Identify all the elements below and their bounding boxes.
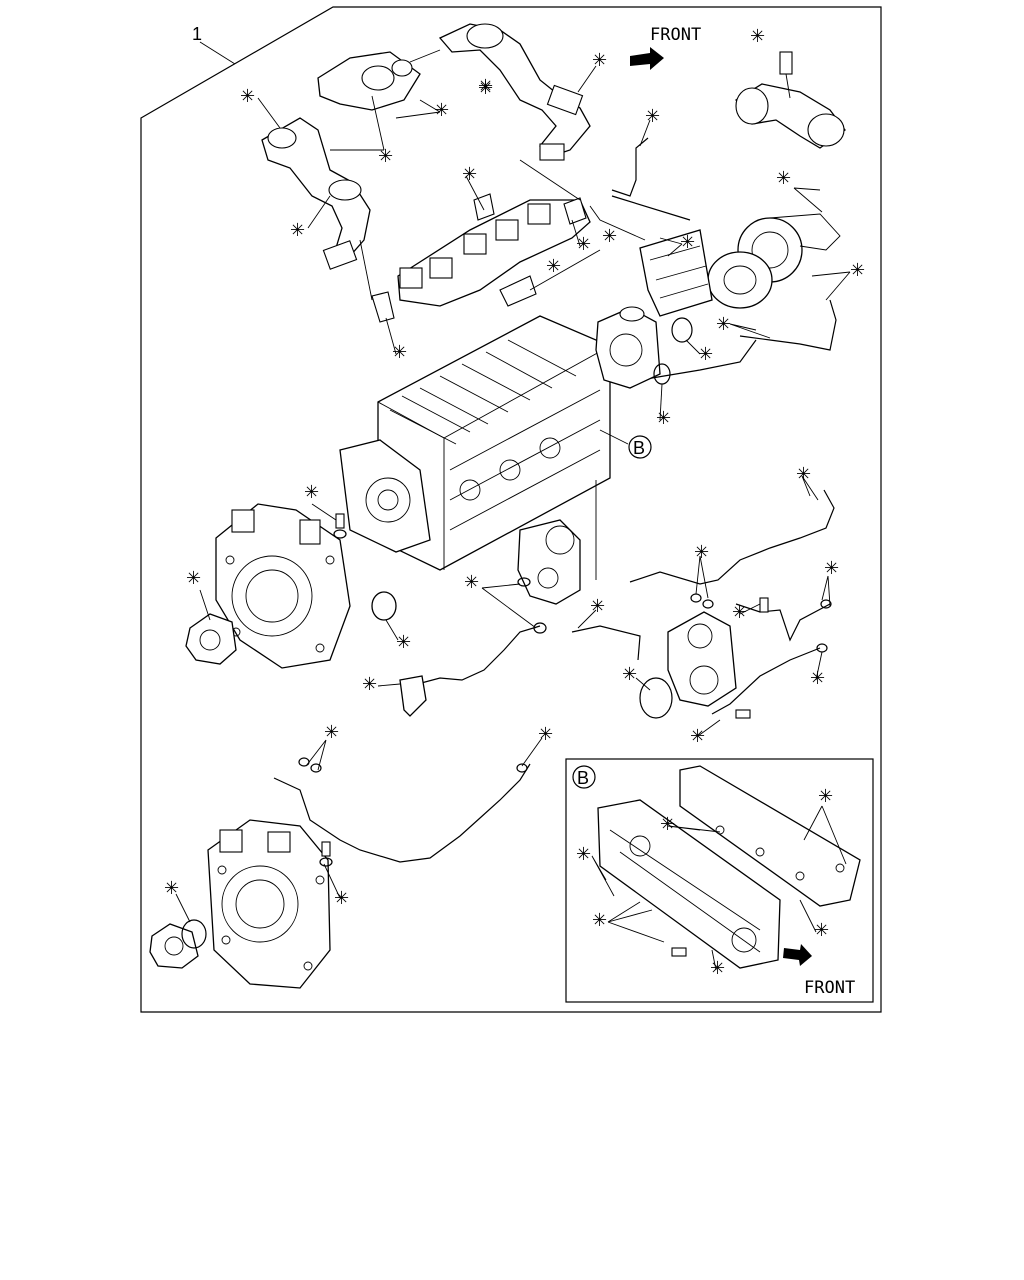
asterisk-marker: ✳: [464, 572, 479, 592]
asterisk-marker: ✳: [240, 86, 255, 106]
intake-elbow: [735, 51, 846, 149]
asterisk-marker: ✳: [694, 542, 709, 562]
front-label-inset: FRONT: [804, 978, 855, 998]
asterisk-marker: ✳: [478, 76, 493, 96]
callout-b-label: B: [633, 438, 645, 458]
asterisk-marker: ✳: [716, 314, 731, 334]
asterisk-marker: ✳: [698, 344, 713, 364]
item-number-label: 1: [192, 24, 202, 44]
asterisk-marker: ✳: [378, 146, 393, 166]
exhaust-pipe-assembly: [261, 23, 591, 270]
asterisk-marker: ✳: [796, 464, 811, 484]
crankshaft-oil-seal: [371, 591, 397, 621]
turbo-oil-feed-pipe: [611, 137, 691, 221]
lower-oil-pipe: [273, 763, 531, 863]
asterisk-marker: ✳: [290, 220, 305, 240]
asterisk-marker: ✳: [362, 674, 377, 694]
rear-cover-plate-lower: [149, 923, 199, 969]
lower-housing-bolt: [321, 841, 331, 857]
inset-b-frame: [565, 758, 874, 1003]
asterisk-markers: ✳ ✳ ✳ ✳ ✳ ✳ ✳ ✳ ✳ ✳ ✳ ✳ ✳ ✳ ✳ ✳ ✳ ✳ ✳ ✳ …: [164, 26, 865, 978]
asterisk-marker: ✳: [750, 26, 765, 46]
asterisk-marker: ✳: [304, 482, 319, 502]
asterisk-marker: ✳: [850, 260, 865, 280]
asterisk-marker: ✳: [478, 78, 493, 98]
inset-cylinder-head-side: [597, 799, 781, 969]
flywheel-housing-upper: [215, 503, 351, 669]
asterisk-marker: ✳: [462, 164, 477, 184]
callout-b-circle: [628, 435, 652, 459]
asterisk-marker: ✳: [590, 596, 605, 616]
turbocharger: [639, 213, 841, 317]
o-ring-thermostat: [671, 317, 693, 343]
compressor-air-pipe: [629, 489, 835, 585]
marker-leaders: [175, 65, 851, 971]
asterisk-marker: ✳: [592, 50, 607, 70]
diagram-frame: [140, 6, 882, 1013]
asterisk-marker: ✳: [434, 100, 449, 120]
asterisk-marker: ✳: [824, 558, 839, 578]
inset-gasket: [679, 765, 861, 907]
callout-b-leader: [599, 429, 629, 445]
compressor-gasket: [639, 677, 673, 719]
o-ring-rear-cover: [181, 919, 207, 949]
housing-bolt: [335, 513, 345, 529]
asterisk-marker: ✳: [164, 878, 179, 898]
thermostat-housing: [595, 306, 661, 389]
inset-bolt: [671, 947, 687, 957]
oil-pump: [517, 519, 581, 605]
asterisk-marker: ✳: [776, 168, 791, 188]
rear-cover-plate-upper: [185, 613, 237, 665]
asterisk-marker: ✳: [186, 568, 201, 588]
compressor-return-pipe: [711, 647, 821, 715]
inset-b-circle: [572, 765, 596, 789]
exhaust-manifold: [371, 193, 591, 323]
asterisk-marker: ✳: [645, 106, 660, 126]
air-compressor: [667, 611, 737, 707]
asterisk-marker: ✳: [602, 226, 617, 246]
oil-suction-pipe: [409, 625, 541, 687]
asterisk-marker: ✳: [660, 814, 675, 834]
asterisk-marker: ✳: [814, 920, 829, 940]
housing-washer: [333, 529, 347, 539]
asterisk-marker: ✳: [622, 664, 637, 684]
compressor-water-pipe: [571, 625, 641, 661]
asterisk-marker: ✳: [732, 602, 747, 622]
asterisk-marker: ✳: [656, 408, 671, 428]
asterisk-marker: ✳: [576, 844, 591, 864]
asterisk-marker: ✳: [392, 342, 407, 362]
asterisk-marker: ✳: [810, 668, 825, 688]
asterisk-marker: ✳: [576, 234, 591, 254]
asterisk-marker: ✳: [818, 786, 833, 806]
asterisk-marker: ✳: [680, 232, 695, 252]
asterisk-marker: ✳: [592, 910, 607, 930]
compressor-oil-pipe: [735, 603, 831, 642]
asterisk-marker: ✳: [546, 256, 561, 276]
flywheel-housing-lower: [207, 819, 331, 989]
front-label-top: FRONT: [650, 25, 701, 45]
inset-b-label: B: [577, 768, 589, 788]
front-arrow-inset: [783, 944, 812, 966]
asterisk-marker: ✳: [710, 958, 725, 978]
asterisk-marker: ✳: [324, 722, 339, 742]
front-arrow-top: [630, 47, 664, 70]
asterisk-marker: ✳: [396, 632, 411, 652]
item-number-leader: [199, 41, 236, 65]
asterisk-marker: ✳: [690, 726, 705, 746]
turbo-oil-return-pipe: [739, 299, 837, 351]
cylinder-block: [339, 315, 611, 571]
